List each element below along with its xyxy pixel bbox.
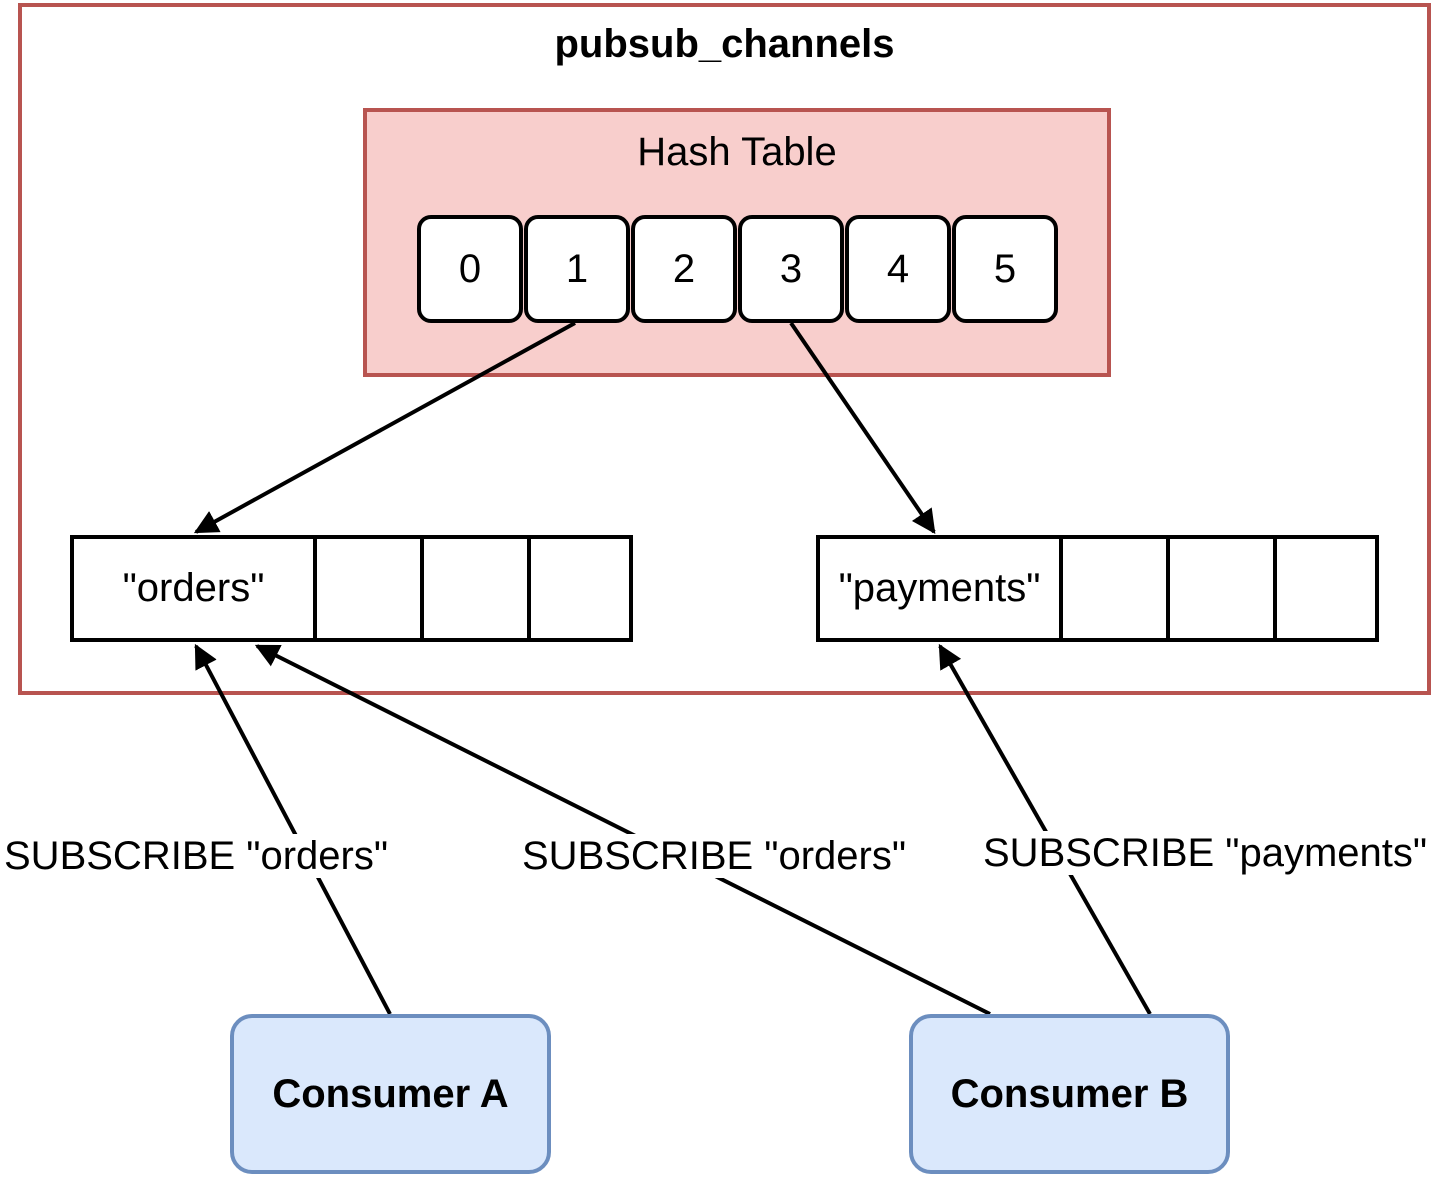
payments-list-cell xyxy=(1059,539,1166,638)
hash-table-title: Hash Table xyxy=(637,130,837,174)
consumer-a-node: Consumer A xyxy=(230,1014,551,1174)
hash-slot-2: 2 xyxy=(631,215,737,323)
consumer-b-node: Consumer B xyxy=(909,1014,1230,1174)
arrow-consumer-b-to-orders xyxy=(254,644,991,1016)
arrow-consumer-b-to-payments xyxy=(938,643,1152,1015)
orders-list-cell xyxy=(313,539,420,638)
hash-slot-3: 3 xyxy=(738,215,844,323)
payments-list-head: "payments" xyxy=(838,566,1041,610)
arrow-consumer-a-to-orders xyxy=(194,643,392,1015)
edge-label-consumer-b-orders: SUBSCRIBE "orders" xyxy=(520,834,909,878)
payments-subscriber-list: "payments" xyxy=(816,535,1379,642)
orders-list-head: "orders" xyxy=(122,566,265,610)
arrow-slot3-to-payments xyxy=(789,321,936,534)
orders-subscriber-list: "orders" xyxy=(70,535,633,642)
hash-slot-4: 4 xyxy=(845,215,951,323)
orders-list-cell xyxy=(420,539,527,638)
edge-label-consumer-b-payments: SUBSCRIBE "payments" xyxy=(981,831,1430,875)
payments-list-cell xyxy=(1166,539,1273,638)
orders-list-cell xyxy=(527,539,629,638)
pubsub-channels-title: pubsub_channels xyxy=(554,22,895,66)
payments-list-cell xyxy=(1273,539,1375,638)
hash-slot-0: 0 xyxy=(417,215,523,323)
arrow-slot1-to-orders xyxy=(193,321,576,534)
edge-label-consumer-a-orders: SUBSCRIBE "orders" xyxy=(2,834,391,878)
hash-slot-1: 1 xyxy=(524,215,630,323)
hash-slot-5: 5 xyxy=(952,215,1058,323)
